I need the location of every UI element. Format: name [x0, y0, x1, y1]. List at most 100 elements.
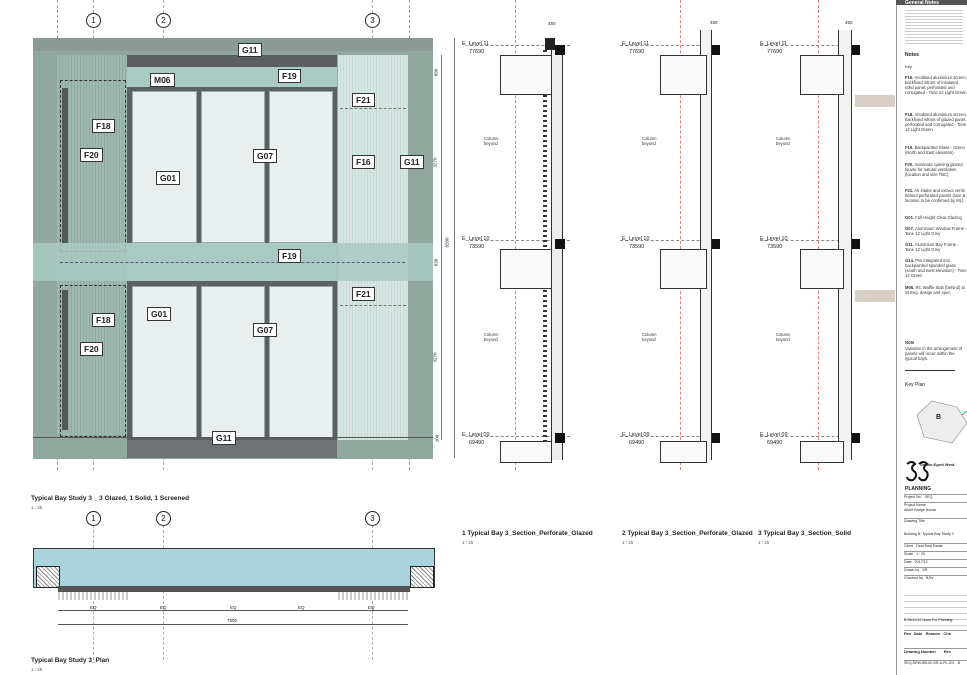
section-1-level-line-11: [470, 45, 570, 46]
tag-f18-top: F18: [92, 119, 115, 133]
status-label: PLANNING: [905, 486, 932, 492]
vent-strip-top: [62, 88, 68, 243]
section-3-edge-flash-11: [855, 95, 895, 107]
tag-f19-mid: F19: [278, 249, 301, 263]
section-1-glazing: [551, 50, 563, 460]
section-2-level-line-11: [620, 45, 720, 46]
plan-title: Typical Bay Study 3_Plan: [31, 657, 110, 664]
elevation-scale: 1 : 25: [31, 505, 43, 510]
louvre-outline-bottom: [60, 285, 126, 437]
field-drawn-by: Drawn by DR: [904, 567, 967, 573]
section-3-level-11-name: E_Level 11: [760, 41, 788, 47]
dim-100: 100: [434, 434, 440, 443]
vent-strip-bottom: [62, 290, 68, 430]
section-1-bracket-10: [555, 239, 565, 249]
section-1-column-note-top: Column beyond: [484, 136, 499, 146]
section-1-level-09-value: 69490: [469, 440, 485, 446]
tag-m06: M06: [150, 73, 175, 87]
section-3-edge-flash-10: [855, 290, 895, 302]
tag-f16: F16: [352, 155, 375, 169]
plan-dim-eq-4: EQ: [298, 605, 305, 610]
section-1-level-line-09: [470, 436, 570, 437]
glazing-pane-6: [269, 286, 333, 438]
section-1-level-09-name: E_Level 09: [462, 432, 490, 438]
section-3-bracket-11: [852, 45, 860, 55]
section-2-level-line-09: [620, 436, 720, 437]
plan-dim-eq-3: EQ: [230, 605, 237, 610]
section-1-parapet: [545, 38, 555, 50]
section-3-bracket-10: [852, 239, 860, 249]
section-3-level-line-09: [760, 436, 860, 437]
note-g01: G01. Full Height Clear Glazing: [905, 215, 962, 220]
section-1-slab-11: [500, 55, 552, 95]
field-date: Date 2017/12: [904, 559, 967, 565]
dimension-line-overall: [454, 38, 455, 458]
drawing-number-header: Drawing Number Rev: [904, 648, 967, 654]
tag-f21-top: F21: [352, 93, 375, 107]
section-1-slab-10: [500, 249, 552, 289]
dim-3270-bottom: 3270: [432, 352, 438, 363]
glazing-pane-2: [201, 91, 265, 243]
plan-column-left: [36, 566, 60, 588]
field-checked-by: Checked by BJW: [904, 575, 967, 581]
section-2-column-note-bottom: Column beyond: [642, 332, 657, 342]
tag-f18-bottom: F18: [92, 313, 115, 327]
band-dashed-line: [60, 262, 405, 263]
tag-f20-top: F20: [80, 148, 103, 162]
plan-dim-line-overall: [58, 624, 408, 625]
tag-g07-top: G07: [253, 149, 278, 163]
section-2-bracket-09: [712, 433, 720, 443]
section-2-glazing: [700, 30, 712, 460]
section-3-level-10-value: 73590: [767, 244, 783, 250]
section-1-level-10-name: E_Level 10: [462, 236, 490, 242]
tag-f19-top: F19: [278, 69, 301, 83]
plan-grid-bubble-2: 2: [156, 511, 171, 526]
notes-heading: Notes: [905, 52, 919, 58]
glazing-pane-5: [201, 286, 265, 438]
plan-dim-eq-2: EQ: [160, 605, 167, 610]
section-3-level-line-11: [760, 45, 860, 46]
section-2-level-11-name: E_Level 11: [622, 41, 650, 47]
note-f18: F18. Anodised aluminium screen, backfixe…: [905, 112, 967, 132]
section-2-slab-10: [660, 249, 707, 289]
section-3-gridline: [818, 0, 819, 470]
louvre-outline-top: [60, 80, 126, 252]
section-1-bracket-11: [555, 45, 565, 55]
dimension-line: [441, 55, 442, 440]
section-1-gridline: [515, 0, 516, 470]
grid-bubble-3: 3: [365, 13, 380, 28]
bay-frame-bottom: [127, 440, 337, 458]
section-1-level-10-value: 73590: [469, 244, 485, 250]
plan-facade-line: [58, 586, 410, 592]
plan-slab: [33, 548, 435, 588]
section-2-bracket-10: [712, 239, 720, 249]
title-block-header-bar: [896, 0, 967, 5]
field-project-name-value: Albert Bridge House: [904, 508, 937, 512]
section-3-slab-11: [800, 55, 844, 95]
section-1-slab-09: [500, 441, 552, 463]
studio-name: Studio Egret West: [920, 462, 955, 467]
plan-dim-eq-1: EQ: [90, 605, 97, 610]
section-2-scale: 1 : 25: [622, 540, 634, 545]
section-3-bracket-09: [852, 433, 860, 443]
studio-logo: [905, 460, 929, 482]
section-1-scale: 1 : 25: [462, 540, 474, 545]
section-3-level-10-name: E_Level 10: [760, 236, 788, 242]
tag-g01-bottom: G01: [147, 307, 172, 321]
section-2-column-note-top: Column beyond: [642, 136, 657, 146]
section-1-column-note-bottom: Column beyond: [484, 332, 499, 342]
plan-dim-eq-5: EQ: [368, 605, 375, 610]
tag-g11-top: G11: [238, 43, 262, 57]
dim-8200: 8200: [444, 237, 450, 248]
note-f20: F20. Automatic opening glazed louvre for…: [905, 162, 963, 177]
section-1-dim: 450: [548, 21, 556, 26]
f21-line-mid: [340, 305, 406, 307]
note-f19: F19. Backpainted Glass - Green (North an…: [905, 145, 965, 155]
note-g14: G14. Pvs integrated into backpainted spa…: [905, 258, 967, 278]
plan-grid-bubble-1: 1: [86, 511, 101, 526]
section-3-level-09-name: E_Level 09: [760, 432, 788, 438]
plan-screen-right: [338, 592, 408, 600]
section-2-level-10-name: E_Level 10: [622, 236, 650, 242]
plan-dim-overall: 7500: [227, 618, 238, 623]
note-f16: F16. Anodised aluminium screen, backfixe…: [905, 75, 967, 95]
